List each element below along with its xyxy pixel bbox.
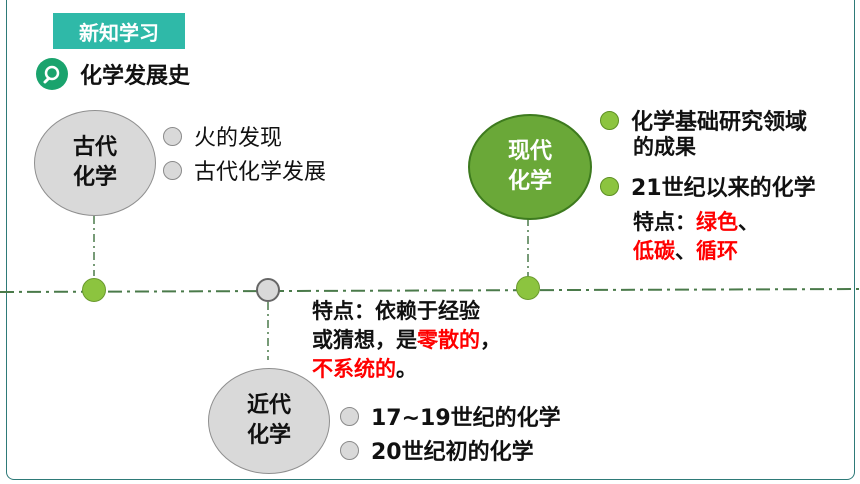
- ancient-chemistry-circle: 古代化学: [34, 110, 156, 216]
- modern-feature: 特点：绿色、 低碳、循环: [633, 210, 759, 263]
- bullet-icon: [163, 160, 182, 180]
- list-item: 化学基础研究领域: [600, 104, 807, 136]
- section-tag: 新知学习: [53, 13, 185, 49]
- bullet-icon: [600, 176, 619, 196]
- page-title-text: 化学发展史: [80, 64, 191, 89]
- recent-timeline-node: [256, 278, 280, 302]
- list-item: 20世纪初的化学: [340, 434, 534, 466]
- bullet-icon: [340, 406, 359, 426]
- list-item: 17~19世纪的化学: [340, 400, 561, 432]
- ancient-timeline-node: [82, 278, 106, 302]
- modern-timeline-node: [516, 276, 540, 300]
- slide-frame: [6, 0, 855, 480]
- bullet-icon: [600, 110, 619, 130]
- recent-chemistry-circle: 近代化学: [208, 368, 330, 474]
- page-title: 化学发展史: [36, 57, 190, 91]
- recent-feature: 特点：依赖于经验 或猜想，是零散的， 不系统的。: [312, 299, 501, 381]
- list-item: 21世纪以来的化学: [600, 170, 816, 202]
- list-item: 火的发现: [163, 120, 282, 152]
- timeline-axis: [0, 288, 860, 293]
- list-item: 古代化学发展: [163, 154, 326, 186]
- bullet-icon: [340, 440, 359, 460]
- search-icon: [36, 58, 68, 90]
- modern-chemistry-circle: 现代化学: [468, 114, 592, 220]
- list-item-continuation: 的成果: [633, 135, 696, 159]
- bullet-icon: [163, 126, 182, 146]
